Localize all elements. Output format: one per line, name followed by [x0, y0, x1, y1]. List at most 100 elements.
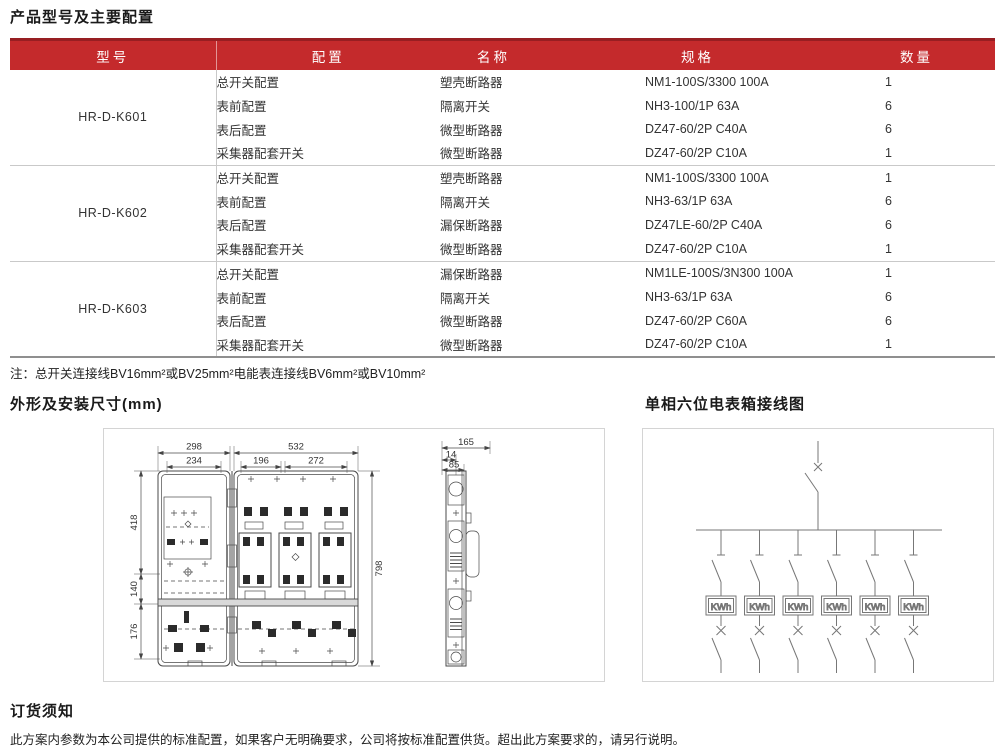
dimension-label-176: 176 — [129, 624, 140, 640]
dimension-label-798: 798 — [374, 561, 385, 577]
name-cell: 隔离开关 — [440, 291, 491, 306]
kwh-meter-label: KWh — [826, 602, 847, 613]
kwh-meter-label: KWh — [865, 602, 886, 613]
ordering-title: 订货须知 — [10, 703, 75, 720]
qty-cell: 1 — [885, 145, 892, 160]
name-cell: 微型断路器 — [440, 123, 503, 138]
dimension-label-196: 196 — [253, 456, 269, 467]
dimensions-drawing-box: 298 532 234 196 272 418 140 176 798 — [103, 428, 605, 682]
dimensions-section-title: 外形及安装尺寸(mm) — [10, 396, 163, 413]
dimension-label-532: 532 — [288, 442, 304, 453]
model-cell: HR-D-K601 — [10, 70, 217, 166]
qty-cell: 6 — [885, 313, 892, 328]
meter-branch: KWh — [859, 530, 891, 673]
name-cell: 隔离开关 — [440, 195, 491, 210]
dimension-label-14: 14 — [446, 450, 457, 461]
table-row: 采集器配套开关 微型断路器 DZ47-60/2P C10A 1 — [10, 237, 995, 261]
dimensions-drawing: 298 532 234 196 272 418 140 176 798 — [129, 437, 491, 667]
config-cell: 总开关配置 — [216, 260, 440, 286]
config-cell: 表前配置 — [216, 291, 267, 306]
spec-cell: DZ47LE-60/2P C40A — [645, 217, 763, 232]
spec-cell: NM1LE-100S/3N300 100A — [645, 260, 885, 286]
kwh-meter-label: KWh — [788, 602, 809, 613]
table-row: 表前配置 隔离开关 NH3-63/1P 63A 6 — [10, 189, 995, 213]
wiring-diagram: KWh KWh KWh — [696, 441, 942, 673]
model-cell: HR-D-K602 — [10, 164, 217, 261]
config-cell: 表后配置 — [216, 219, 267, 234]
config-cell: 表后配置 — [216, 123, 267, 138]
qty-cell: 6 — [885, 217, 892, 232]
qty-cell: 1 — [885, 164, 995, 190]
config-cell: 表后配置 — [216, 315, 267, 330]
table-row: 采集器配套开关 微型断路器 DZ47-60/2P C10A 1 — [10, 141, 995, 165]
dimension-label-298: 298 — [186, 442, 202, 453]
name-cell: 塑壳断路器 — [440, 76, 503, 91]
front-left-cabinet-detail — [163, 496, 224, 652]
spec-table: 型号 配置 名称 规格 数量 HR-D-K601 总开关配置 塑壳断路器 NM1… — [10, 38, 995, 359]
spec-cell: NH3-63/1P 63A — [645, 194, 733, 209]
meter-branch: KWh — [821, 530, 852, 673]
config-cell: 表前配置 — [216, 195, 267, 210]
spec-cell: NM1-100S/3300 100A — [645, 164, 885, 190]
name-cell: 漏保断路器 — [440, 260, 645, 286]
main-breaker — [804, 441, 823, 530]
meter-branch: KWh — [782, 530, 814, 673]
front-left-dimensions: 418 140 176 — [129, 470, 144, 660]
name-cell: 隔离开关 — [440, 100, 491, 115]
front-height-dimension: 798 — [369, 470, 385, 667]
side-view-drawing: 165 14 85 — [441, 437, 491, 667]
spec-cell: DZ47-60/2P C60A — [645, 313, 747, 328]
spec-cell: DZ47-60/2P C40A — [645, 122, 747, 137]
table-row: 表前配置 隔离开关 NH3-63/1P 63A 6 — [10, 285, 995, 309]
name-cell: 微型断路器 — [440, 243, 503, 258]
wiring-section-title: 单相六位电表箱接线图 — [645, 396, 806, 413]
table-row: 表后配置 微型断路器 DZ47-60/2P C60A 6 — [10, 309, 995, 333]
header-config: 配置 — [216, 38, 440, 70]
kwh-meter-label: KWh — [711, 602, 732, 613]
table-row: HR-D-K603 总开关配置 漏保断路器 NM1LE-100S/3N300 1… — [10, 260, 995, 358]
model-cell: HR-D-K603 — [10, 260, 217, 358]
dimension-label-140: 140 — [129, 581, 140, 597]
qty-cell: 1 — [885, 260, 995, 286]
dimension-label-85: 85 — [449, 460, 460, 471]
meter-branch: KWh — [744, 530, 775, 673]
config-cell: 总开关配置 — [216, 76, 280, 91]
spec-cell: NH3-63/1P 63A — [645, 290, 733, 305]
dimension-label-418: 418 — [129, 515, 140, 531]
config-cell: 采集器配套开关 — [216, 147, 305, 162]
front-right-cabinet-detail — [238, 476, 356, 654]
dimension-label-234: 234 — [186, 456, 202, 467]
config-cell: 采集器配套开关 — [216, 338, 305, 353]
qty-cell: 6 — [885, 98, 892, 113]
dimension-label-165: 165 — [458, 437, 474, 448]
qty-cell: 6 — [885, 194, 892, 209]
wire-note: 注：总开关连接线BV16mm²或BV25mm²电能表连接线BV6mm²或BV10… — [10, 367, 426, 381]
name-cell: 微型断路器 — [440, 315, 503, 330]
spec-cell: NM1-100S/3300 100A — [645, 74, 769, 89]
front-top-dimensions: 298 532 234 196 272 — [157, 442, 359, 470]
page-title: 产品型号及主要配置 — [10, 9, 155, 26]
kwh-meter-label: KWh — [903, 602, 924, 613]
dimension-label-272: 272 — [308, 456, 324, 467]
front-view-drawing — [157, 470, 359, 667]
config-cell: 采集器配套开关 — [216, 243, 305, 258]
qty-cell: 1 — [885, 74, 892, 89]
table-row: 表后配置 微型断路器 DZ47-60/2P C40A 6 — [10, 117, 995, 141]
spec-cell: NH3-100/1P 63A — [645, 98, 740, 113]
meter-branch: KWh — [705, 530, 737, 673]
kwh-meter-label: KWh — [749, 602, 770, 613]
wiring-diagram-box: KWh KWh KWh — [642, 428, 994, 682]
table-row: 采集器配套开关 微型断路器 DZ47-60/2P C10A 1 — [10, 333, 995, 358]
name-cell: 漏保断路器 — [440, 219, 503, 234]
table-row: HR-D-K602 总开关配置 塑壳断路器 NM1-100S/3300 100A… — [10, 164, 995, 261]
header-spec: 规格 — [645, 38, 885, 70]
qty-cell: 6 — [885, 290, 892, 305]
name-cell: 微型断路器 — [440, 147, 503, 162]
header-qty: 数量 — [885, 38, 995, 70]
table-row: 表后配置 漏保断路器 DZ47LE-60/2P C40A 6 — [10, 213, 995, 237]
name-cell: 塑壳断路器 — [440, 164, 645, 190]
name-cell: 微型断路器 — [440, 338, 503, 353]
table-header-row: 型号 配置 名称 规格 数量 — [10, 38, 995, 70]
config-cell: 总开关配置 — [216, 164, 440, 190]
